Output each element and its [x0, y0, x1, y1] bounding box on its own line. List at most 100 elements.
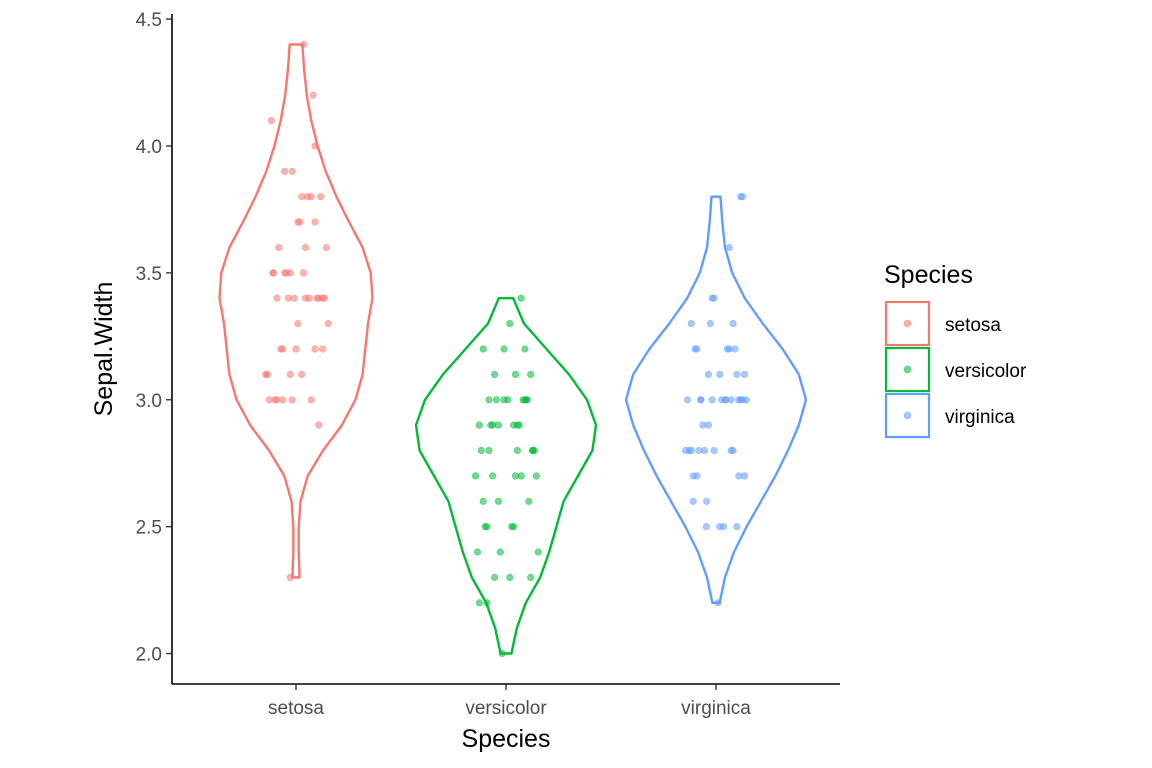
point-versicolor	[475, 599, 484, 607]
point-versicolor	[473, 548, 482, 556]
point-setosa	[315, 294, 323, 302]
x-axis-title: Species	[462, 725, 551, 753]
point-setosa	[311, 218, 319, 226]
x-tick-label: versicolor	[465, 698, 547, 719]
y-axis: 2.02.53.03.54.04.5	[136, 10, 173, 684]
point-setosa	[311, 345, 319, 353]
point-versicolor	[513, 421, 522, 429]
point-virginica	[700, 446, 709, 455]
point-setosa	[273, 294, 281, 302]
point-setosa	[298, 370, 306, 379]
point-versicolor	[477, 446, 485, 455]
point-versicolor	[491, 370, 499, 379]
point-setosa	[315, 421, 323, 429]
point-setosa	[317, 193, 325, 201]
point-versicolor	[513, 446, 522, 455]
point-versicolor	[527, 370, 535, 379]
point-virginica	[716, 370, 724, 379]
point-virginica	[681, 446, 690, 455]
point-virginica	[714, 599, 722, 607]
point-versicolor	[534, 548, 542, 556]
point-versicolor	[494, 421, 503, 429]
point-versicolor	[485, 446, 493, 455]
point-setosa	[288, 396, 296, 404]
violin-virginica	[624, 195, 808, 604]
legend-key-point-setosa	[903, 319, 912, 328]
point-versicolor	[489, 472, 497, 480]
x-tick-label: setosa	[268, 698, 324, 719]
point-virginica	[702, 523, 711, 531]
legend-label-setosa: setosa	[945, 315, 1001, 336]
violin-setosa	[218, 43, 374, 579]
point-versicolor	[487, 421, 495, 429]
point-versicolor	[509, 523, 518, 531]
point-versicolor	[479, 497, 487, 505]
point-setosa	[319, 345, 327, 353]
point-virginica	[702, 497, 711, 505]
point-virginica	[693, 472, 701, 480]
legend-title: Species	[884, 261, 973, 289]
y-tick-label: 2.0	[136, 645, 162, 666]
point-versicolor	[483, 523, 491, 531]
point-setosa	[290, 294, 298, 302]
point-virginica	[691, 345, 699, 353]
x-axis: setosa versicolor virginica	[172, 683, 840, 719]
point-virginica	[729, 320, 737, 328]
point-versicolor	[517, 294, 525, 302]
point-virginica	[733, 523, 741, 531]
x-tick-label: virginica	[681, 698, 751, 719]
point-setosa	[286, 370, 294, 379]
point-versicolor	[523, 396, 531, 404]
point-versicolor	[494, 497, 503, 505]
point-setosa	[307, 193, 315, 201]
y-tick-label: 4.5	[136, 10, 162, 31]
point-setosa	[281, 269, 289, 277]
point-setosa	[300, 269, 308, 277]
legend-label-virginica: virginica	[945, 407, 1015, 428]
point-setosa	[307, 396, 315, 404]
point-versicolor	[498, 649, 506, 658]
legend-key-point-virginica	[903, 411, 912, 420]
point-versicolor	[532, 472, 541, 480]
point-setosa	[301, 243, 310, 252]
point-setosa	[281, 167, 289, 175]
point-versicolor	[525, 497, 533, 505]
point-virginica	[704, 421, 713, 429]
y-tick-label: 4.0	[136, 137, 162, 158]
point-setosa	[294, 320, 302, 328]
point-setosa	[322, 243, 331, 252]
point-versicolor	[521, 345, 529, 353]
point-virginica	[733, 370, 741, 379]
point-virginica	[708, 396, 716, 404]
point-versicolor	[483, 599, 491, 607]
point-versicolor	[491, 573, 499, 582]
point-setosa	[262, 370, 270, 379]
point-versicolor	[500, 396, 508, 404]
point-setosa	[286, 573, 294, 582]
point-virginica	[687, 320, 695, 328]
point-virginica	[737, 193, 745, 201]
point-virginica	[735, 472, 743, 480]
plot-area	[218, 40, 808, 658]
point-setosa	[292, 345, 300, 353]
point-virginica	[689, 497, 697, 505]
point-virginica	[740, 370, 749, 379]
point-setosa	[309, 91, 317, 99]
point-setosa	[275, 243, 283, 252]
point-versicolor	[528, 446, 537, 455]
point-setosa	[294, 218, 302, 226]
point-setosa	[311, 142, 319, 150]
point-virginica	[697, 396, 705, 404]
point-setosa	[324, 320, 332, 328]
point-setosa	[279, 345, 287, 353]
point-virginica	[706, 320, 714, 328]
point-versicolor	[496, 548, 504, 556]
point-versicolor	[485, 396, 493, 404]
point-virginica	[725, 345, 733, 353]
point-versicolor	[472, 472, 480, 480]
point-setosa	[305, 294, 313, 302]
point-virginica	[725, 243, 733, 252]
point-setosa	[288, 167, 296, 175]
point-virginica	[719, 523, 728, 531]
